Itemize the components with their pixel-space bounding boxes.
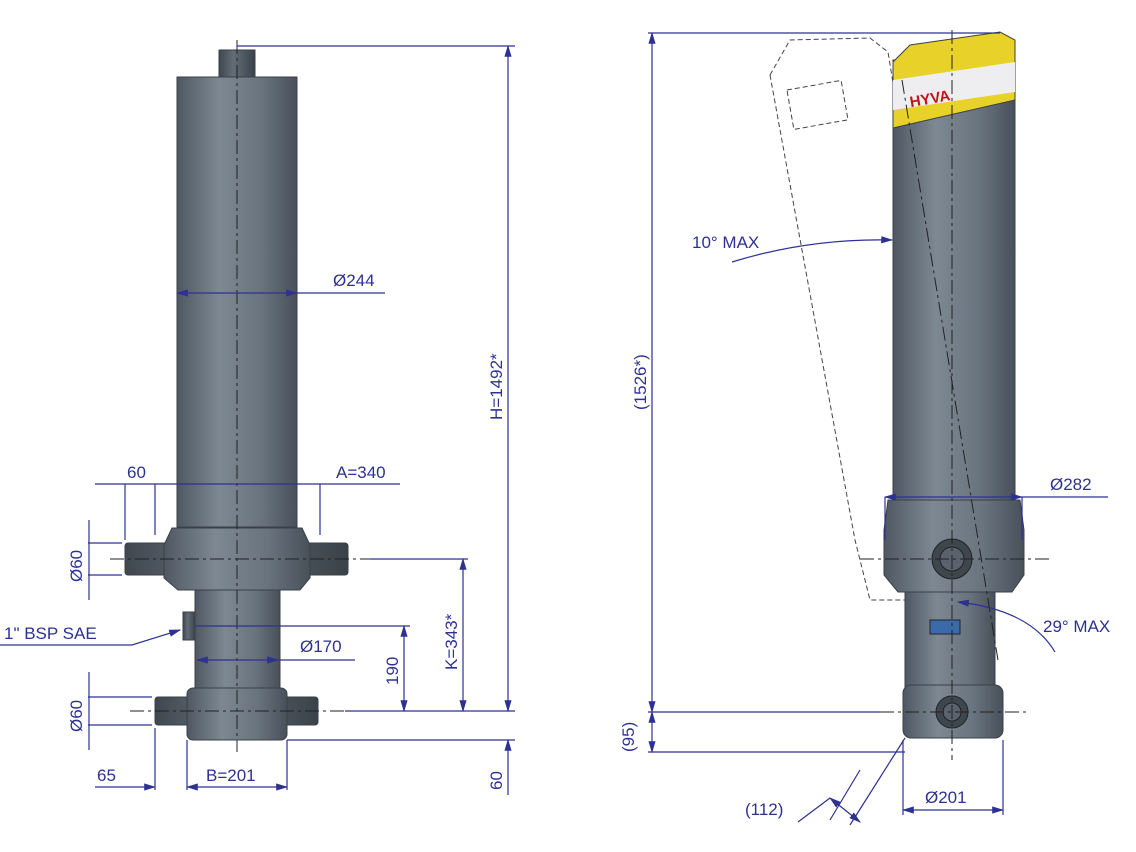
- swing-angle-label: 29° MAX: [1043, 617, 1110, 636]
- h-height-label: H=1492*: [487, 353, 506, 420]
- right-barrel: [892, 59, 1016, 501]
- hyva-logo: HYVA: [909, 87, 952, 111]
- upper-pin-diameter-label: Ø60: [67, 550, 86, 582]
- base-pin-length-label: 65: [97, 766, 116, 785]
- port-label: 1" BSP SAE: [4, 624, 97, 643]
- right-view: HYVA (1526*) (95) 10° MAX Ø282 29° MAX: [619, 30, 1110, 826]
- barrel-diameter-label: Ø244: [333, 271, 375, 290]
- lower-pin-diameter-label: Ø60: [67, 700, 86, 732]
- left-view: H=1492* 60 K=343* 190 Ø244 60 A=340 Ø60 …: [0, 40, 515, 795]
- tilt-angle-label: 10° MAX: [692, 233, 759, 252]
- base-diameter-label: Ø201: [925, 788, 967, 807]
- port-height-label: 190: [383, 657, 402, 685]
- overall-height-label: (1526*): [631, 354, 650, 410]
- port-fitting: [182, 611, 196, 641]
- right-lower-tube: [904, 591, 996, 688]
- base-height-label: (95): [619, 722, 638, 752]
- base-offset-label-right: (112): [745, 800, 783, 819]
- collar-diameter-label: Ø282: [1050, 475, 1092, 494]
- trunnion-offset-label: 60: [127, 463, 146, 482]
- base-offset-label: 60: [487, 771, 506, 790]
- k-height-label: K=343*: [442, 613, 461, 670]
- tube-diameter-label: Ø170: [300, 637, 342, 656]
- a-width-label: A=340: [336, 463, 386, 482]
- b-width-label: B=201: [206, 766, 256, 785]
